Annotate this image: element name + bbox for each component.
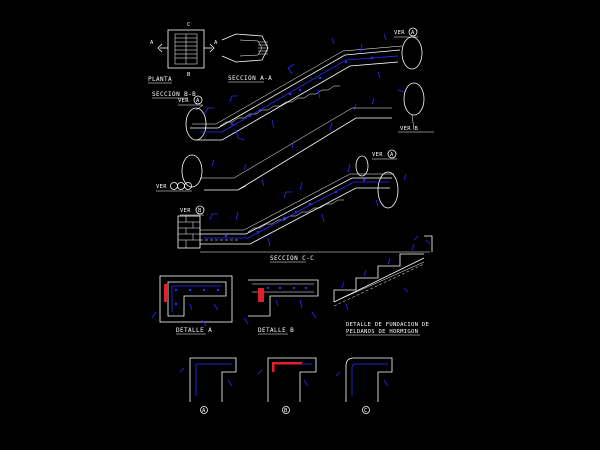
detail-b-title: DETALLE B	[258, 327, 294, 334]
ver-a-low-circle: A	[390, 152, 394, 158]
bottom-detail-a-circle: A	[202, 408, 206, 414]
detail-b: DETALLE B	[243, 279, 319, 335]
section-aa-detail: SECCION A-A	[221, 33, 272, 83]
section-aa-title: SECCION A-A	[228, 75, 272, 82]
detail-a-title: DETALLE A	[176, 327, 212, 334]
ver-b-suffix-label: VER B	[400, 126, 418, 132]
detail-a: DETALLE A	[151, 275, 233, 335]
ver-a-low-label: VER	[372, 152, 383, 158]
ver-a-top-circle: A	[411, 30, 415, 36]
bottom-detail-b-circle: B	[284, 408, 288, 414]
ver-a-top-label: VER	[394, 30, 405, 36]
ver-a-mid-label: VER	[178, 98, 189, 104]
section-bb-title: SECCION B-B	[152, 91, 196, 98]
ver-b-label: VER	[180, 208, 191, 214]
bottom-detail-c-circle: C	[364, 408, 368, 414]
plan-marker-c-top: C	[187, 22, 191, 28]
bottom-detail-a: A	[179, 357, 237, 414]
foundation-title-line1: DETALLE DE FUNDACION DE	[346, 322, 429, 328]
bottom-detail-b: B	[257, 357, 317, 414]
bottom-detail-b-red-marker	[272, 362, 302, 365]
stair-middle-flight: VER	[156, 97, 392, 192]
stair-upper-flight: VER A VER A VER B	[178, 27, 434, 141]
plan-title: PLANTA	[148, 76, 172, 83]
detail-a-red-marker	[164, 284, 168, 302]
stair-lower-flight: VER A	[177, 149, 433, 253]
foundation-detail: DETALLE DE FUNDACION DE PELDANOS DE HORM…	[333, 243, 429, 336]
section-cc-title: SECCION C-C	[270, 255, 314, 262]
ver-b-circle: B	[198, 208, 202, 214]
ver-bcd-label: VER	[156, 184, 167, 190]
plan-view: A A C B PLANTA	[148, 22, 218, 84]
plan-marker-b-bottom: B	[187, 72, 191, 78]
bottom-detail-b-red-marker-2	[272, 362, 275, 372]
plan-marker-a-right: A	[214, 40, 218, 46]
plan-marker-a-left: A	[150, 40, 154, 46]
foundation-title-line2: PELDANOS DE HORMIGON	[346, 329, 418, 335]
detail-b-red-marker	[258, 288, 264, 302]
bottom-detail-c: C	[335, 357, 393, 414]
ver-a-mid-circle: A	[196, 98, 200, 104]
